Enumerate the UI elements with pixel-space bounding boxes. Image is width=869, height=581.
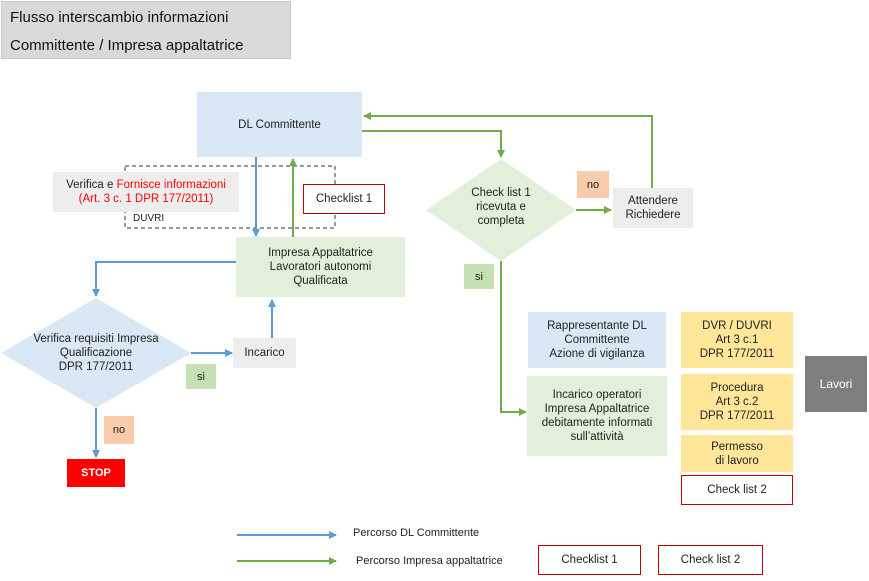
stop-box: STOP — [67, 459, 125, 487]
arrow-attendere-to-dl — [363, 112, 653, 188]
verifica-requisiti-diamond — [1, 298, 191, 408]
fornisce-red: Fornisce informazioni — [116, 179, 226, 191]
impresa-appaltatrice-box: Impresa Appaltatrice Lavoratori autonomi… — [236, 237, 405, 297]
fornisce-informazioni-box: Verifica e Fornisce informazioni (Art. 3… — [53, 172, 239, 212]
fornisce-prefix: Verifica e — [66, 179, 117, 191]
title-line-2: Committente / Impresa appaltatrice — [10, 37, 244, 54]
incarico-operatori-box: Incarico operatori Impresa Appaltatrice … — [527, 376, 667, 456]
checklist-decision-diamond — [426, 159, 576, 261]
title-box: Flusso interscambio informazioni Committ… — [1, 1, 291, 59]
verifica-requisiti-text: Verifica requisiti Impresa Qualificazion… — [33, 333, 159, 373]
procedura-box: Procedura Art 3 c.2 DPR 177/2011 — [681, 374, 793, 430]
si-label-right: si — [464, 264, 494, 289]
arrow-impresa-to-verifica — [92, 261, 236, 297]
arrow-checklist-to-incarico-operatori — [500, 261, 527, 416]
incarico-box: Incarico — [233, 338, 296, 368]
attendere-richiedere-box: Attendere Richiedere — [613, 188, 693, 228]
title-line-1: Flusso interscambio informazioni — [10, 9, 229, 26]
rappresentante-dl-box: Rappresentante DL Committente Azione di … — [528, 312, 666, 368]
legend-green-label: Percorso Impresa appaltatrice — [356, 555, 503, 567]
checklist-decision-text: Check list 1 ricevuta e completa — [471, 187, 531, 227]
si-label-left: si — [186, 364, 216, 389]
no-label-right: no — [577, 171, 609, 198]
dvr-duvri-box: DVR / DUVRI Art 3 c.1 DPR 177/2011 — [681, 312, 793, 368]
dl-committente-box: DL Committente — [197, 92, 362, 157]
legend-checklist2-box: Check list 2 — [658, 545, 763, 575]
duvri-label: DUVRI — [133, 213, 165, 224]
checklist1-box: Checklist 1 — [303, 184, 385, 214]
lavori-box: Lavori — [805, 356, 867, 412]
permesso-lavoro-box: Permesso di lavoro — [681, 435, 793, 472]
fornisce-article: (Art. 3 c. 1 DPR 177/2011) — [78, 193, 214, 205]
legend-blue-label: Percorso DL Committente — [353, 527, 480, 539]
no-label-left: no — [104, 416, 134, 444]
arrow-dl-to-checklist — [362, 130, 505, 158]
legend-checklist1-box: Checklist 1 — [538, 545, 641, 575]
checklist2-box: Check list 2 — [681, 475, 793, 505]
